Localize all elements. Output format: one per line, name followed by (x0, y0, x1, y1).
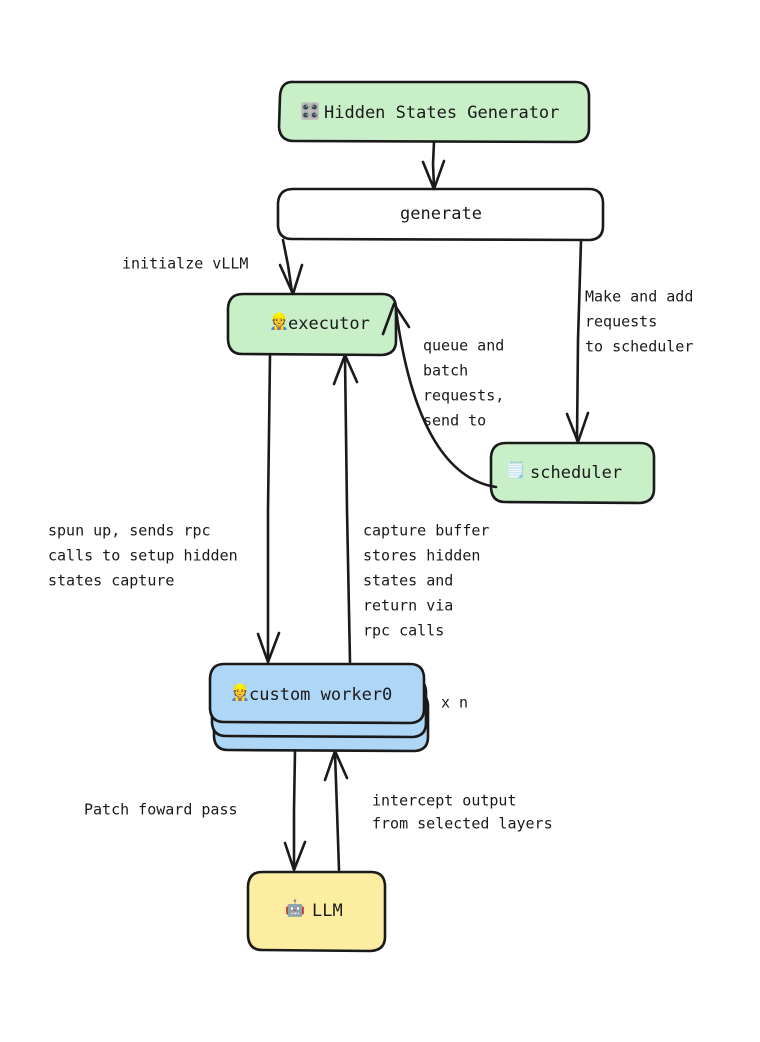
edge-label-patch-forward-pass: Patch foward pass (84, 801, 238, 819)
edge-generate-to-scheduler: Make and add requests to scheduler (565, 239, 693, 444)
control-knobs-icon: 🎛️ (300, 102, 320, 121)
edge-llm-to-worker: intercept output from selected layers (323, 749, 553, 872)
edge-label-make-add-requests-line3: to scheduler (585, 338, 693, 356)
edge-executor-to-worker: spun up, sends rpc calls to setup hidden… (48, 353, 281, 664)
edge-label-capture-buffer-line2: stores hidden (363, 547, 480, 565)
edge-label-queue-batch-line3: requests, (423, 387, 504, 405)
robot-icon: 🤖 (285, 899, 305, 918)
construction-worker-icon: 👷 (230, 683, 250, 702)
edge-label-make-add-requests-line1: Make and add (585, 288, 693, 306)
edge-label-queue-batch-line1: queue and (423, 337, 504, 355)
edge-label-capture-buffer-line1: capture buffer (363, 522, 489, 540)
edge-worker-to-llm: Patch foward pass (84, 749, 307, 872)
node-scheduler[interactable]: 🗒️ scheduler (489, 441, 656, 505)
node-label-generate: generate (400, 204, 482, 224)
node-label-llm: LLM (312, 901, 343, 921)
node-label-executor: executor (288, 314, 370, 334)
edge-label-intercept-output-line2: from selected layers (372, 815, 553, 833)
edge-label-capture-buffer-line5: rpc calls (363, 622, 444, 640)
edge-label-intercept-output-line1: intercept output (372, 792, 517, 810)
node-llm[interactable]: 🤖 LLM (246, 870, 387, 953)
node-label-hidden-states-generator: Hidden States Generator (324, 103, 559, 123)
node-label-custom-worker0: custom worker0 (249, 685, 392, 705)
edge-label-queue-batch-line4: send to (423, 412, 486, 430)
edge-label-spun-up-line3: states capture (48, 572, 174, 590)
edge-label-queue-batch-line2: batch (423, 362, 468, 380)
edge-worker-to-executor: capture buffer stores hidden states and … (332, 353, 489, 664)
edge-label-spun-up-line2: calls to setup hidden (48, 547, 238, 565)
edge-label-capture-buffer-line4: return via (363, 597, 453, 615)
node-generate[interactable]: generate (276, 187, 605, 242)
edge-hsg-to-generate (421, 140, 446, 191)
node-label-scheduler: scheduler (530, 463, 622, 483)
edge-generate-to-executor: initialze vLLM (122, 238, 304, 296)
spiral-notepad-icon: 🗒️ (506, 461, 526, 480)
node-custom-worker0[interactable]: 👷 custom worker0 x n (208, 662, 468, 753)
edge-label-initialize-vllm: initialze vLLM (122, 255, 248, 273)
edge-label-spun-up-line1: spun up, sends rpc (48, 522, 211, 540)
edge-label-capture-buffer-line3: states and (363, 572, 453, 590)
node-hidden-states-generator[interactable]: 🎛️ Hidden States Generator (277, 80, 591, 144)
edge-scheduler-to-executor: queue and batch requests, send to (381, 302, 504, 489)
edge-label-make-add-requests-line2: requests (585, 313, 657, 331)
worker-multiplicity-label: x n (441, 694, 468, 712)
node-executor[interactable]: 👷 executor (226, 292, 398, 357)
worker-person-icon: 👷 (269, 312, 289, 331)
